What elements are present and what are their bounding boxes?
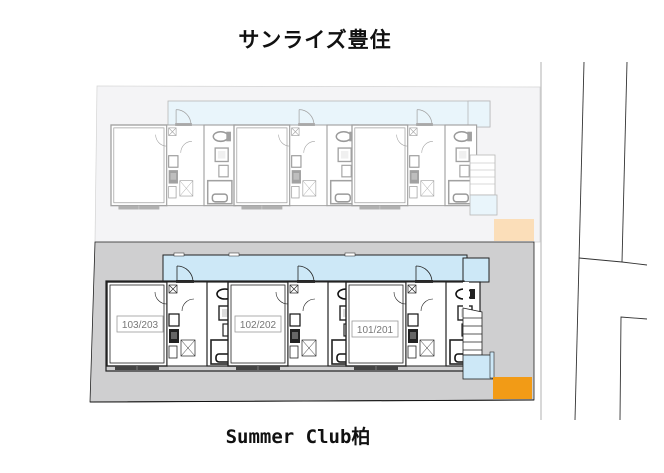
unit-label-103-203: 103/203 [122,320,159,331]
upper-building-plan [94,85,541,243]
unit-label-box-1: 103/203 [116,315,164,333]
unit-label-101-201: 101/201 [357,325,394,336]
unit-label-box-3: 101/201 [351,320,399,338]
upper-building-title: サンライズ豊住 [238,28,392,52]
unit-label-box-2: 102/202 [234,315,282,333]
lower-building-title: Summer Club柏 [225,426,371,448]
lower-building-plan [89,241,535,403]
road-lines [540,61,648,421]
unit-label-102-202: 102/202 [240,320,277,331]
